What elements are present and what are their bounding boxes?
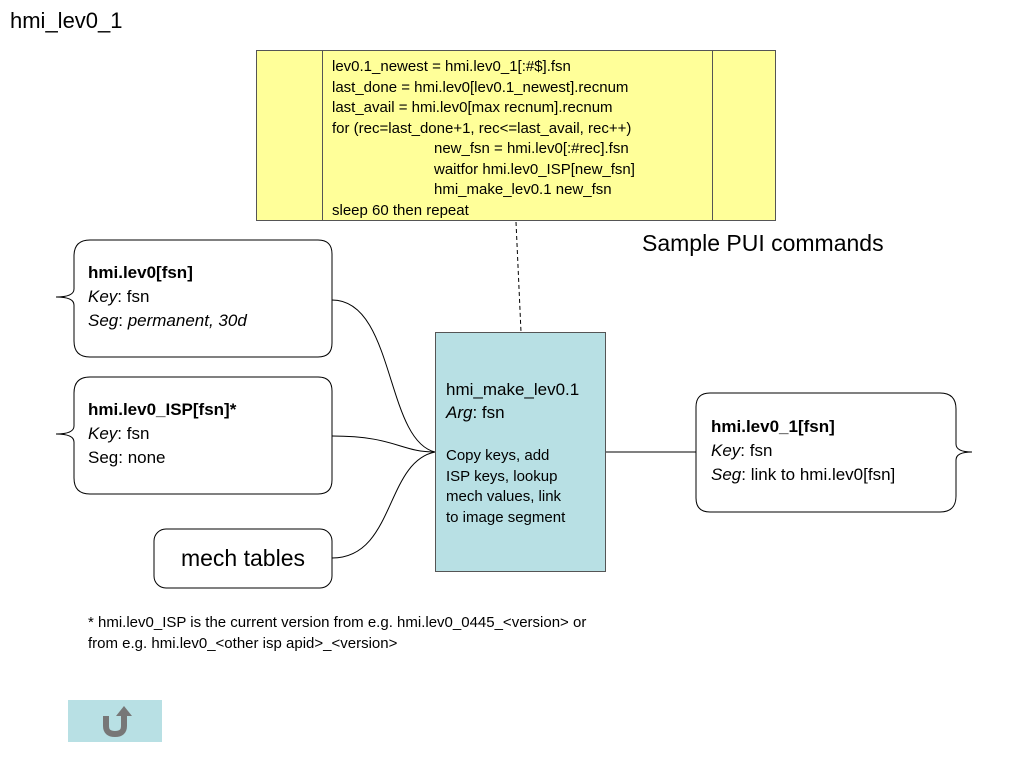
lev0-card-shape bbox=[55, 239, 333, 358]
process-arg-value: : fsn bbox=[472, 403, 505, 422]
lev0-key-label: Key bbox=[88, 287, 118, 306]
isp-seg-text: Seg: none bbox=[88, 448, 166, 467]
output-key-value: : fsn bbox=[740, 441, 773, 460]
process-name: hmi_make_lev0.1 bbox=[446, 380, 580, 399]
code-line: new_fsn = hmi.lev0[:#rec].fsn bbox=[434, 140, 629, 157]
output-series-name: hmi.lev0_1[fsn] bbox=[711, 417, 835, 436]
code-line: waitfor hmi.lev0_ISP[new_fsn] bbox=[434, 160, 635, 178]
output-series-card: hmi.lev0_1[fsn] Key: fsn Seg: link to hm… bbox=[711, 415, 895, 487]
isp-series-card: hmi.lev0_ISP[fsn]* Key: fsn Seg: none bbox=[88, 398, 236, 470]
code-box-left-divider bbox=[322, 51, 323, 220]
footnote-line: from e.g. hmi.lev0_<other isp apid>_<ver… bbox=[88, 635, 398, 652]
isp-key-label: Key bbox=[88, 424, 118, 443]
output-seg-value: : link to hmi.lev0[fsn] bbox=[741, 465, 896, 484]
process-desc-line: ISP keys, lookup bbox=[446, 467, 558, 485]
lev0-seg-value: permanent, 30d bbox=[127, 311, 247, 330]
process-desc-line: to image segment bbox=[446, 508, 566, 526]
lev0-seg-sep: : bbox=[118, 311, 128, 330]
dashed-connector bbox=[515, 221, 522, 333]
code-box-right-divider bbox=[712, 51, 713, 220]
isp-card-shape bbox=[55, 376, 333, 495]
lev0-series-card: hmi.lev0[fsn] Key: fsn Seg: permanent, 3… bbox=[88, 261, 247, 333]
mech-to-process-curve bbox=[331, 451, 436, 559]
process-description: Copy keys, add ISP keys, lookup mech val… bbox=[446, 446, 565, 528]
process-arg-label: Arg bbox=[446, 403, 473, 422]
code-caption: Sample PUI commands bbox=[642, 230, 884, 256]
process-desc-line: mech values, link bbox=[446, 488, 562, 505]
lev0-series-name: hmi.lev0[fsn] bbox=[88, 263, 193, 282]
output-key-label: Key bbox=[711, 441, 741, 460]
lev0-to-process-curve bbox=[331, 299, 436, 453]
back-button[interactable] bbox=[68, 700, 162, 742]
output-card-shape bbox=[695, 392, 973, 513]
code-line: last_avail = hmi.lev0[max recnum].recnum bbox=[332, 99, 613, 116]
page-title: hmi_lev0_1 bbox=[10, 8, 123, 33]
isp-to-process-curve bbox=[331, 435, 436, 453]
footnote-line: * hmi.lev0_ISP is the current version fr… bbox=[88, 614, 587, 631]
code-line: hmi_make_lev0.1 new_fsn bbox=[434, 181, 612, 198]
code-line: sleep 60 then repeat bbox=[332, 201, 469, 219]
lev0-seg-label: Seg bbox=[88, 311, 119, 330]
isp-key-value: : fsn bbox=[117, 424, 150, 443]
return-arrow-icon bbox=[103, 706, 132, 738]
output-seg-label: Seg bbox=[711, 465, 742, 484]
code-line: last_done = hmi.lev0[lev0.1_newest].recn… bbox=[332, 78, 629, 96]
process-desc-line: Copy keys, add bbox=[446, 447, 550, 464]
isp-series-name: hmi.lev0_ISP[fsn]* bbox=[88, 400, 237, 419]
pui-commands-box: lev0.1_newest = hmi.lev0_1[:#$].fsn last_… bbox=[256, 50, 776, 221]
lev0-key-value: : fsn bbox=[117, 287, 150, 306]
mech-tables-label: mech tables bbox=[180, 545, 305, 571]
code-line: lev0.1_newest = hmi.lev0_1[:#$].fsn bbox=[332, 58, 571, 75]
process-box: hmi_make_lev0.1 Arg: fsn Copy keys, add … bbox=[435, 332, 606, 572]
code-line: for (rec=last_done+1, rec<=last_avail, r… bbox=[332, 119, 632, 137]
footnote: * hmi.lev0_ISP is the current version fr… bbox=[88, 612, 586, 654]
code-lines: lev0.1_newest = hmi.lev0_1[:#$].fsn last_… bbox=[332, 57, 635, 221]
